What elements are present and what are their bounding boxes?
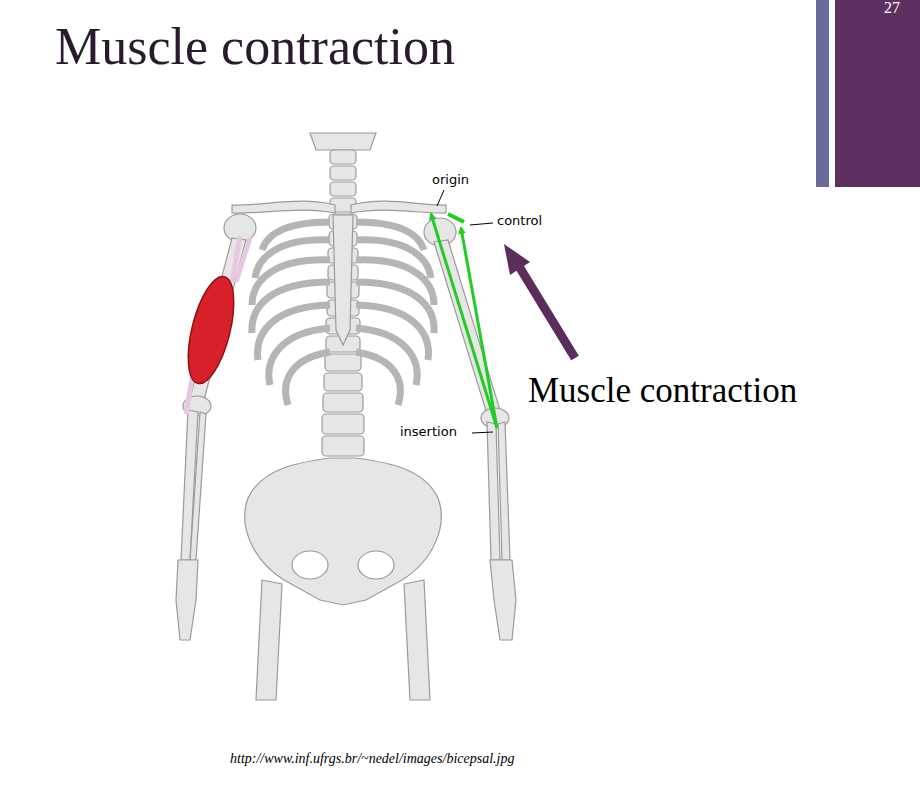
biceps-muscle <box>179 272 242 388</box>
slide-bar <box>835 0 920 187</box>
source-url: http://www.inf.ufrgs.br/~nedel/images/bi… <box>230 751 514 767</box>
leader-line <box>437 190 444 206</box>
muscle-line <box>448 214 464 222</box>
slide-bar <box>816 0 829 187</box>
leader-line <box>470 223 493 225</box>
slide-title: Muscle contraction <box>55 18 455 75</box>
contraction-arrow <box>504 244 530 275</box>
callout-text: Muscle contraction <box>528 372 797 411</box>
part-label: control <box>497 213 542 228</box>
page-number: 27 <box>884 0 900 16</box>
part-label: insertion <box>400 424 457 439</box>
part-label: origin <box>432 172 469 187</box>
muscle-line <box>461 228 497 428</box>
contraction-arrow <box>520 268 575 358</box>
muscle-line <box>431 214 497 428</box>
leader-line <box>472 432 493 433</box>
